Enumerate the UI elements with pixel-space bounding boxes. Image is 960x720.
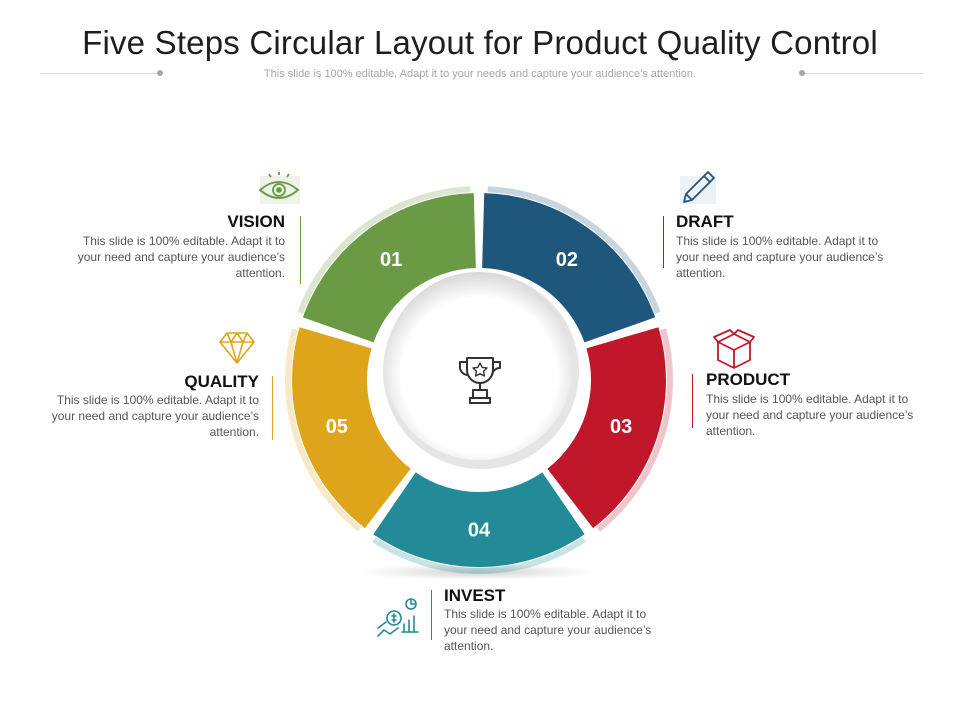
step-product-label: PRODUCT	[706, 370, 791, 389]
segment-number-01: 01	[380, 249, 402, 271]
step-product-divider	[692, 374, 693, 428]
ring-segment-04	[373, 472, 585, 567]
page-subtitle: This slide is 100% editable, Adapt it to…	[263, 68, 697, 80]
step-draft-description: This slide is 100% editable. Adapt it to…	[676, 234, 884, 280]
step-vision-label: VISION	[227, 212, 285, 231]
segment-glow-02	[487, 186, 661, 314]
ring-segment-01	[302, 193, 476, 343]
investment-icon	[377, 598, 419, 637]
diamond-icon	[219, 332, 255, 364]
title-divider-left-dot	[157, 70, 163, 76]
segment-number-03: 03	[610, 416, 632, 438]
step-quality-divider	[272, 376, 273, 440]
step-quality-description: This slide is 100% editable. Adapt it to…	[51, 393, 259, 439]
segment-glow-03	[596, 328, 673, 532]
segment-number-04: 04	[468, 520, 491, 542]
trophy-icon	[459, 357, 501, 404]
step-invest-divider	[431, 590, 432, 640]
step-invest-label: INVEST	[444, 586, 506, 605]
ring-segments	[285, 186, 673, 574]
step-vision-description: This slide is 100% editable. Adapt it to…	[77, 234, 285, 280]
step-quality-label: QUALITY	[184, 372, 259, 391]
eye-icon	[258, 172, 300, 204]
pencil-icon	[680, 171, 716, 204]
box-icon	[713, 329, 755, 369]
step-invest-description: This slide is 100% editable. Adapt it to…	[444, 607, 652, 653]
ring-segment-05	[291, 327, 411, 529]
title-divider-left	[40, 73, 160, 74]
title-divider-right-dot	[799, 70, 805, 76]
segment-numbers: 02 03 04 05 01	[326, 249, 633, 541]
segment-glow-01	[297, 186, 471, 314]
page-title: Five Steps Circular Layout for Product Q…	[82, 24, 878, 61]
step-draft-label: DRAFT	[676, 212, 734, 231]
step-product-description: This slide is 100% editable. Adapt it to…	[706, 392, 914, 438]
segment-glow-05	[285, 328, 362, 532]
ring-segment-02	[482, 193, 656, 343]
step-vision-divider	[300, 216, 301, 284]
ring-segment-03	[547, 327, 667, 529]
segment-glow-04	[372, 536, 586, 574]
step-draft-divider	[663, 216, 664, 268]
title-divider-right	[803, 73, 923, 74]
ring-floor-shadow	[358, 564, 598, 580]
segment-number-05: 05	[326, 416, 348, 438]
segment-number-02: 02	[556, 249, 578, 271]
